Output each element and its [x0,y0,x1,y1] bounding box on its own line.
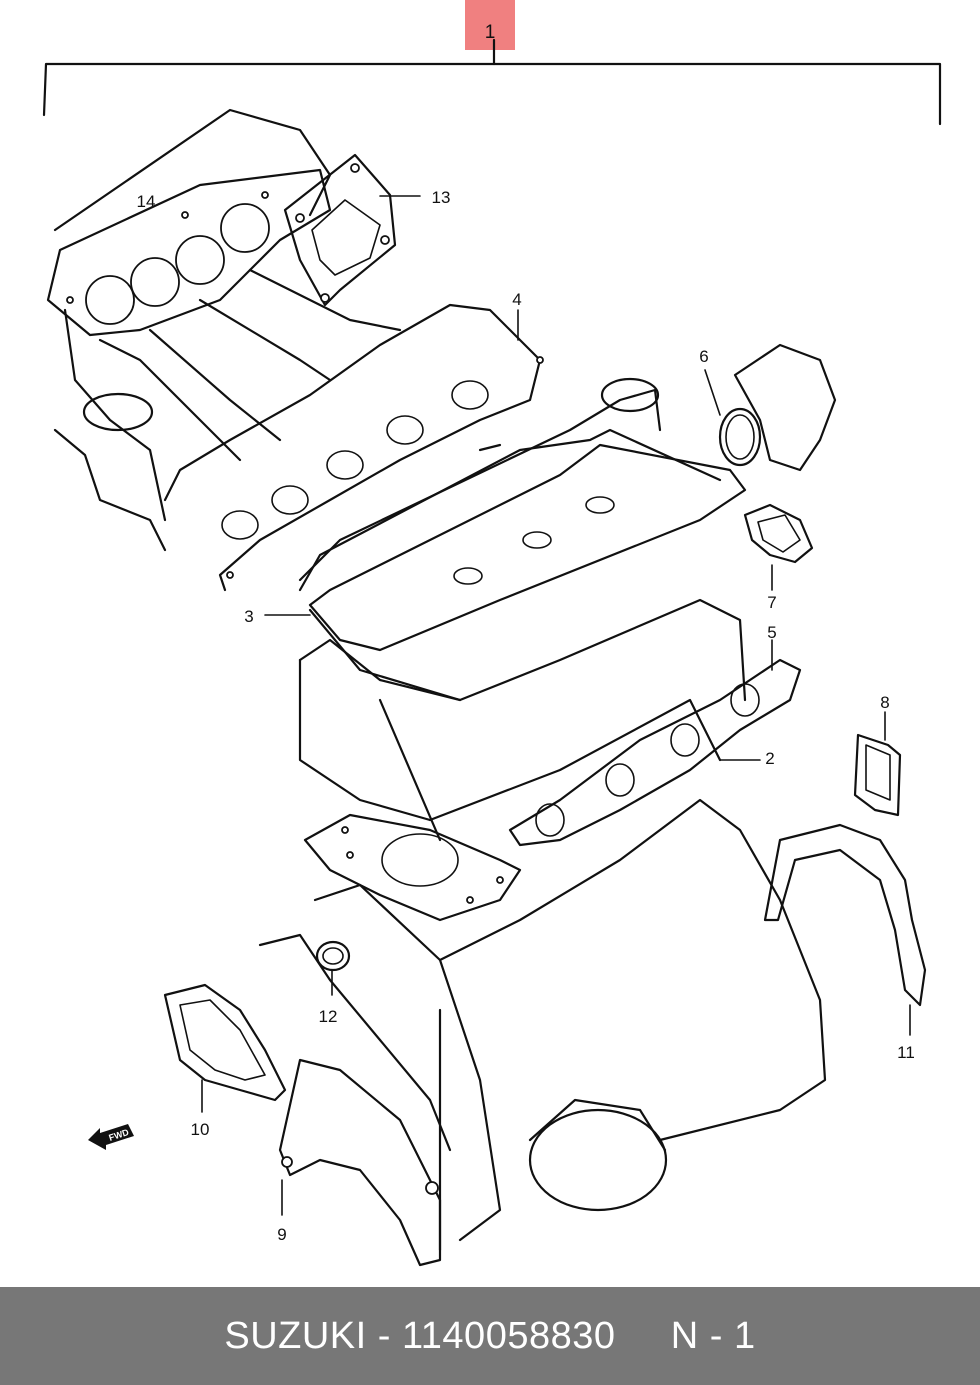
part-3-head-cover-gasket [264,428,747,702]
main-callout-highlight [465,0,515,50]
callout-13: 13 [432,188,451,207]
callout-4: 4 [512,290,521,309]
part-13-throttle-gasket [283,153,421,307]
callout-3: 3 [244,607,253,626]
exploded-parts-diagram: 1 [42,0,942,1267]
callout-5: 5 [767,623,776,642]
callout-7: 7 [767,593,776,612]
callout-11: 11 [897,1043,915,1062]
callout-6: 6 [699,347,708,366]
part-8-gasket [853,711,902,817]
part-10-pump-gasket [163,983,287,1113]
part-12-oring [315,940,351,996]
part-2-head-gasket [303,813,522,922]
callout-9: 9 [277,1225,286,1244]
callout-10: 10 [191,1120,210,1139]
valve-cover [298,377,662,585]
part-number-footer: SUZUKI - 1140058830 N - 1 [0,1287,980,1385]
kit-bracket [42,38,942,126]
callout-8: 8 [880,693,889,712]
intake-manifold [53,108,402,552]
part-6-thermostat-oring [704,343,837,472]
part-14-intake-gasket [46,168,332,337]
engine-block [258,798,827,1252]
callout-12: 12 [319,1007,338,1026]
part-7-gasket [743,503,814,591]
part-11-rear-gasket [763,823,927,1036]
footer-text: SUZUKI - 1140058830 N - 1 [224,1314,756,1357]
callout-2: 2 [765,749,774,768]
part-5-manifold-gasket [508,639,802,847]
cylinder-head [298,598,761,842]
part-4-exhaust-gasket [163,303,544,592]
part-9-timing-gasket [278,1058,442,1267]
callout-14: 14 [137,192,156,211]
fwd-arrow-icon: FWD [88,1124,134,1150]
main-callout-label: 1 [485,22,496,43]
